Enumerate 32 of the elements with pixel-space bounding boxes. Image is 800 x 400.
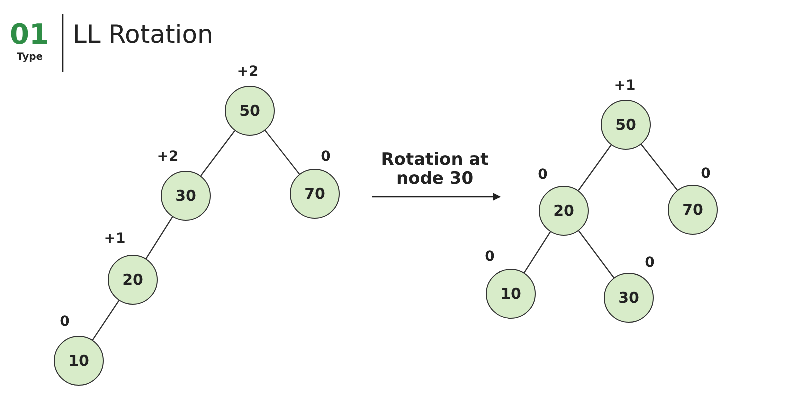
tree-edge [524,232,552,274]
balance-factor: 0 [320,149,332,165]
tree-node: 30 [161,171,211,221]
tree-edge [92,300,120,341]
tree-node: 70 [668,185,718,235]
tier-caption: Type [17,52,44,63]
tree-node: 20 [539,186,589,236]
tree-edge [578,230,615,278]
tree-edge [146,216,174,260]
tree-node: 20 [108,255,158,305]
tree-edge [264,130,300,175]
diagram-title: LL Rotation [73,20,214,49]
tree-edge [578,144,612,192]
tree-node: 10 [486,269,536,319]
tree-node: 70 [290,169,340,219]
tier-number: 01 [10,18,49,51]
balance-factor: +1 [613,78,637,94]
tree-edge [200,130,236,176]
rotation-label: Rotation at node 30 [380,151,490,189]
tree-edge [641,144,678,191]
balance-factor: +2 [156,149,180,165]
balance-factor: 0 [537,167,549,183]
balance-factor: 0 [644,255,656,271]
balance-factor: 0 [59,314,71,330]
balance-factor: +1 [103,231,127,247]
tree-node: 30 [604,273,654,323]
balance-factor: +2 [236,64,260,80]
balance-factor: 0 [484,249,496,265]
balance-factor: 0 [700,166,712,182]
tree-node: 50 [601,100,651,150]
tree-node: 50 [225,86,275,136]
tree-node: 10 [54,336,104,386]
